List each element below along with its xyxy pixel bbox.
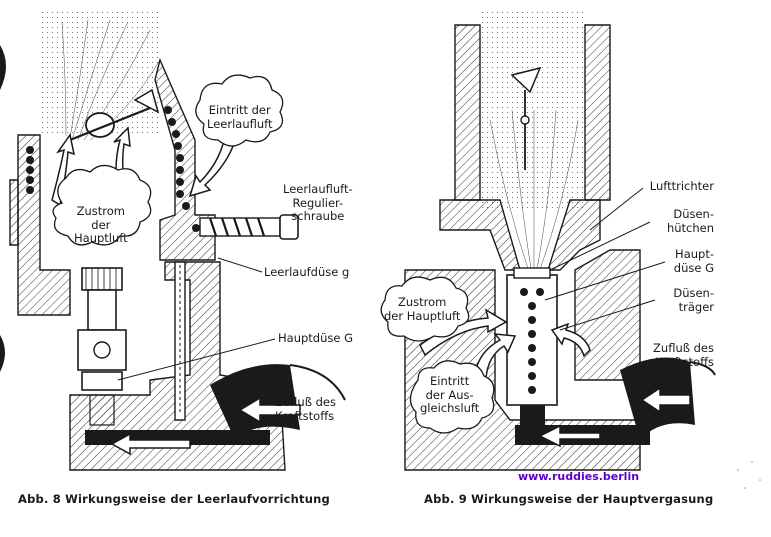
leader-duesenhuetchen <box>549 221 651 271</box>
left-seal-balls <box>26 146 34 194</box>
fig9-label-duesenhuetchen: Düsen- hütchen <box>666 207 714 235</box>
fig9-label-zufluss: Zufluß des Kraftstoffs <box>653 341 714 369</box>
nozzle-carrier <box>506 274 558 406</box>
leader-lufttrichter <box>589 187 644 231</box>
leader-leerlaufduese <box>217 257 263 273</box>
right-air-arrow <box>550 322 591 358</box>
fig9-label-zustrom: Zustrom der Hauptluft <box>384 295 461 323</box>
fig9-label-lufttrichter: Lufttrichter <box>649 179 714 193</box>
fig9-label-eintritt: Eintritt der Aus- gleichsluft <box>420 374 480 415</box>
fig8-caption: Abb. 8 Wirkungsweise der Leerlaufvorrich… <box>18 492 330 506</box>
leader-hauptduese-fig9 <box>544 261 666 301</box>
venturi-left <box>439 199 521 271</box>
fig9-label-hauptduese: Haupt- düse G <box>673 247 714 275</box>
idle-air-arrow <box>188 129 239 198</box>
zustrom-cloud-fig9 <box>380 276 470 342</box>
fig8-label-zufluss: Zufluß des Kraftstoffs <box>275 395 336 423</box>
fuel-flow-arrow-fig9 <box>538 424 601 448</box>
spray-cloud <box>480 8 585 208</box>
fig8-label-leerlaufduese: Leerlaufdüse g <box>264 265 350 279</box>
fuel-flow-arrow <box>110 432 191 456</box>
idle-tube <box>174 261 186 421</box>
fuel-arrow <box>238 396 301 424</box>
fig8-label-eintritt: Eintritt der Leerlaufluft <box>207 103 273 131</box>
throttle-plate <box>69 106 151 142</box>
leader-hauptduese <box>117 338 276 381</box>
figure9-carburetor <box>380 8 716 471</box>
scan-noise <box>737 461 761 489</box>
nozzle-balls <box>520 288 544 394</box>
page-edge-mark <box>0 45 6 372</box>
fig8-label-leerlaufluft-schraube: Leerlaufluft- Regulier- schraube <box>283 182 353 223</box>
fig8-label-hauptduese: Hauptdüse G <box>278 331 354 345</box>
fig9-caption: Abb. 9 Wirkungsweise der Hauptvergasung <box>424 492 714 506</box>
fig9-label-duesentraeger: Düsen- träger <box>673 286 714 314</box>
figure8-carburetor <box>9 8 346 471</box>
right-tube-wall <box>584 24 611 201</box>
zustrom-cloud-outline <box>52 164 152 246</box>
main-jet-assembly <box>77 267 127 426</box>
throttle-flag <box>510 66 542 94</box>
eintritt-cloud-fig9 <box>409 360 495 434</box>
spray-lines <box>489 109 579 276</box>
fuel-inlet-arrow-fig9 <box>640 386 691 414</box>
nozzle-cap <box>513 267 551 279</box>
watermark-link[interactable]: www.ruddies.berlin <box>518 470 640 483</box>
eintritt-cloud-outline <box>195 74 284 147</box>
fig8-label-zustrom: Zustrom der Hauptluft <box>74 204 128 245</box>
right-seal-balls <box>164 106 200 232</box>
leader-duesentraeger <box>559 299 656 331</box>
left-tube-wall <box>454 24 481 201</box>
idle-air-screw <box>199 214 299 240</box>
balance-air-arrow <box>474 333 517 379</box>
